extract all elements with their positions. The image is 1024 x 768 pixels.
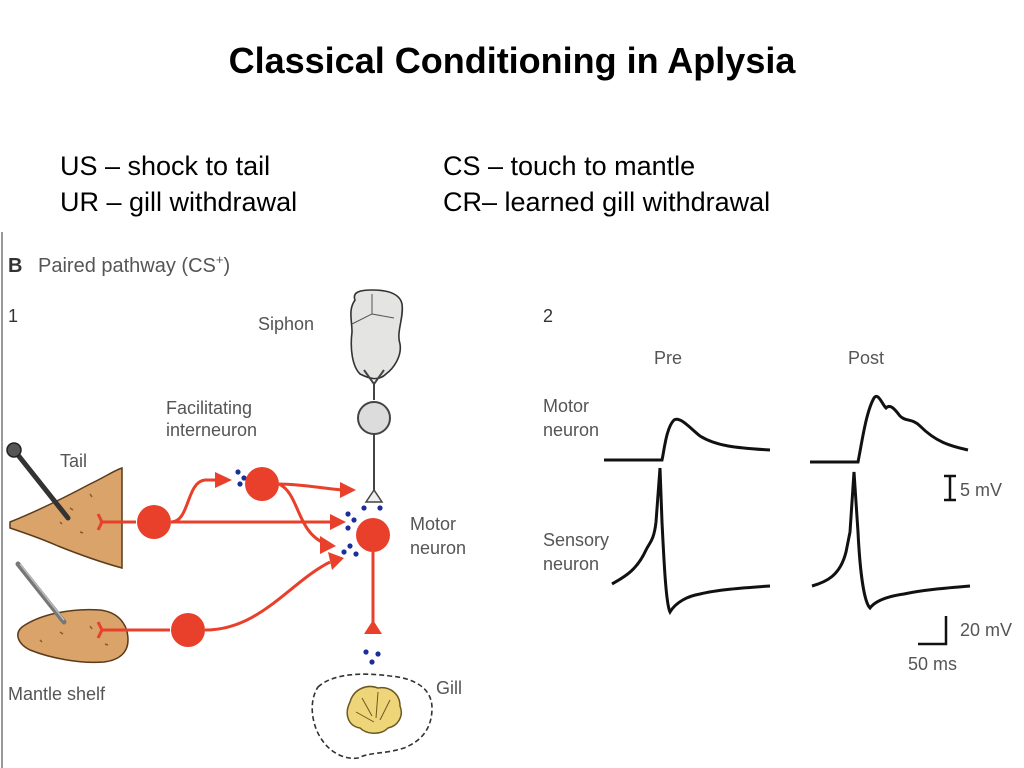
vesicle-m4 [345,525,351,531]
tail-sensory-terminal [330,514,346,530]
trace-motor-label-1: Motor [543,396,589,416]
gill-outline [311,673,433,760]
motor-neuron-label-1: Motor [410,514,456,534]
post-label: Post [848,348,884,368]
panel-title-end: ) [223,255,230,277]
vesicle-m7 [353,551,359,557]
mantle-label: Mantle shelf [8,684,106,704]
tail-sensory-axon-upper [170,478,215,524]
vesicle-m8 [341,549,347,555]
cs-line: CS – touch to mantle [443,151,696,181]
vesicle-m6 [347,543,353,549]
shock-probe [11,447,71,521]
aplysia-figure: B Paired pathway (CS+) 1 2 Siphon Tail M… [1,232,1012,768]
interneuron-vesicle-3 [241,475,247,481]
touch-probe [15,561,67,625]
panel-title-text: Paired pathway (CS [38,255,216,277]
interneuron-input-terminal [215,472,232,488]
panel-title-sup: + [216,252,224,267]
motor-neuron-terminal [364,620,382,634]
us-line: US – shock to tail [60,151,271,181]
subpanel-1-label: 1 [8,306,18,326]
tail-sensory-dendrite [96,513,136,531]
shock-probe-tip [6,442,22,458]
scale-bar-5mv [944,474,956,502]
siphon-inner-lines [351,294,395,325]
mantle-sensory-soma [171,613,205,647]
cs-cr-list: CS – touch to mantle CR– learned gill wi… [443,148,770,220]
panel-title: Paired pathway (CS+) [38,252,230,277]
siphon-label: Siphon [258,314,314,334]
vesicle-m3 [345,511,351,517]
interneuron-axon-lower [278,482,327,546]
trace-motor-label-2: neuron [543,420,599,440]
scale-20mv-label: 20 mV [960,620,1012,640]
subpanel-2-label: 2 [543,306,553,326]
mantle-speckle [39,625,109,646]
pre-sensory-trace [611,467,771,616]
vesicle-m5 [351,517,357,523]
tail-label: Tail [60,451,87,471]
post-motor-trace [810,394,969,464]
vesicle-m9 [363,649,369,655]
pre-motor-trace [604,417,771,462]
tail-speckle [59,493,103,534]
interneuron-vesicle-2 [237,481,243,487]
siphon-shape [350,289,404,380]
motor-synapse-vesicles [341,505,383,665]
scale-5mv-label: 5 mV [960,480,1002,500]
gill-folds [355,691,391,723]
vesicle-m2 [377,505,383,511]
interneuron-vesicle-1 [235,469,241,475]
motor-neuron-soma [356,518,390,552]
interneuron-axon-upper [278,482,343,492]
post-sensory-trace [811,471,971,611]
touch-probe-highlight [19,563,65,621]
facilitating-interneuron-soma [245,467,279,501]
facilitating-label-1: Facilitating [166,398,252,418]
trace-sensory-label-2: neuron [543,554,599,574]
siphon-branch [363,369,385,400]
scale-50ms-label: 50 ms [908,654,957,674]
us-ur-list: US – shock to tail UR – gill withdrawal [60,148,297,220]
interneuron-terminal-lower [320,536,336,554]
mantle-sensory-axon [204,560,331,632]
tail-sensory-soma [137,505,171,539]
siphon-motor-soma [357,401,391,435]
slide-title: Classical Conditioning in Aplysia [228,40,796,81]
mantle-sensory-terminal [328,552,344,570]
ur-line: UR – gill withdrawal [60,187,298,217]
gill-label: Gill [436,678,462,698]
mantle-sensory-dendrite [96,621,170,639]
trace-sensory-label-1: Sensory [543,530,609,550]
pre-label: Pre [654,348,682,368]
mantle-shape [17,608,129,664]
cr-line: CR– learned gill withdrawal [443,187,771,217]
gill-shape [346,685,402,734]
scale-bar-20mv-50ms [918,616,948,646]
motor-neuron-label-2: neuron [410,538,466,558]
panel-label: B [8,255,22,277]
vesicle-m11 [369,659,375,665]
siphon-terminal [364,488,384,503]
facilitating-label-2: interneuron [166,420,257,440]
vesicle-m10 [375,651,381,657]
interneuron-terminal-upper [340,482,356,498]
vesicle-m1 [361,505,367,511]
